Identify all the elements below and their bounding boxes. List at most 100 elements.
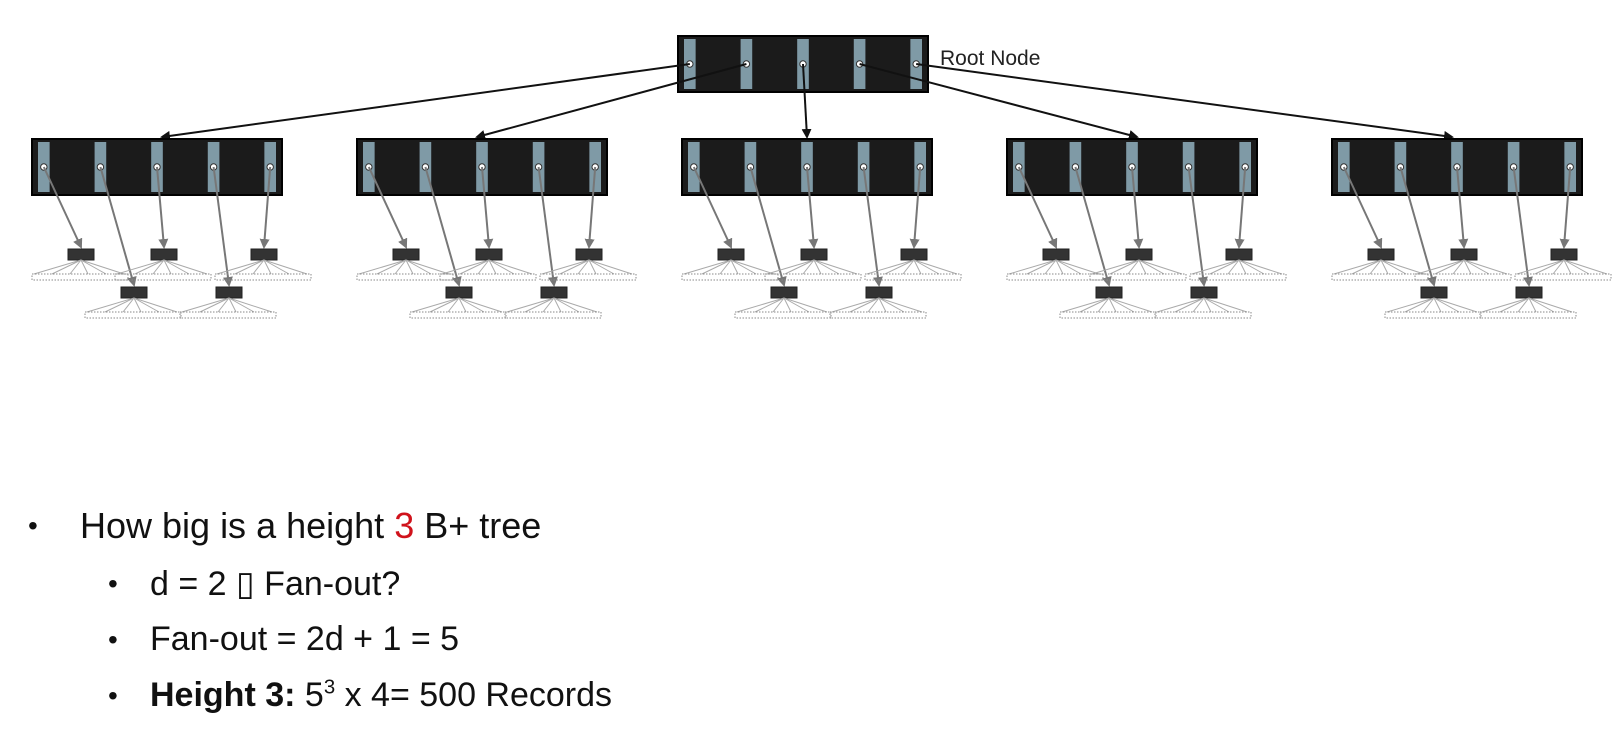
leaf-subtree [1189, 248, 1287, 281]
leaf-records [356, 273, 454, 281]
leaf-edge [559, 259, 590, 275]
leaf-records [114, 273, 212, 281]
leaf-subtree [114, 248, 212, 281]
child-pointer-arrow [1399, 166, 1437, 287]
leaf-edge [1380, 259, 1407, 275]
leaf-subtree [1089, 248, 1187, 281]
leaf-edge [1138, 259, 1165, 275]
leaf-edge [163, 259, 190, 275]
leaf-nodes [31, 166, 1612, 319]
leaf-edge [730, 259, 739, 275]
leaf-edge [1097, 297, 1110, 313]
exponent: 3 [323, 676, 336, 699]
height-number: 3 [394, 505, 415, 546]
child-pointer-arrow [259, 166, 272, 249]
leaf-edge [553, 297, 598, 313]
leaf-records [1189, 273, 1287, 281]
leaf-edge [1463, 259, 1508, 275]
leaf-node [150, 248, 178, 261]
leaf-edge [1203, 297, 1248, 313]
leaf-edge [1055, 259, 1100, 275]
leaf-edge [866, 259, 915, 275]
leaf-records [179, 311, 277, 319]
leaf-edge [1192, 297, 1205, 313]
leaf-edge [913, 259, 922, 275]
leaf-edge [1463, 259, 1472, 275]
leaf-records [1514, 273, 1612, 281]
leaf-edge [228, 297, 273, 313]
leaf-edge [104, 297, 135, 313]
bullet-dot: • [108, 680, 118, 711]
leaf-edge [1091, 259, 1140, 275]
bullet-height-question: How big is a height 3 B+ tree [80, 505, 541, 547]
leaf-edge [216, 259, 265, 275]
leaf-records [1154, 311, 1252, 319]
leaf-subtree [764, 248, 862, 281]
leaf-edge [133, 297, 160, 313]
leaf-node [1367, 248, 1395, 261]
leaf-node [900, 248, 928, 261]
bullet-text: How big is a height [80, 505, 395, 546]
child-pointer-arrow [1074, 166, 1112, 287]
leaf-edge [783, 297, 810, 313]
leaf-subtree [214, 248, 312, 281]
leaf-edge [1563, 259, 1572, 275]
leaf-edge [719, 259, 732, 275]
leaf-subtree [734, 286, 832, 319]
leaf-edge [441, 259, 490, 275]
leaf-records [829, 311, 927, 319]
leaf-edge [813, 259, 822, 275]
leaf-edge [902, 259, 915, 275]
leaf-subtree [31, 248, 129, 281]
leaf-edge [541, 259, 590, 275]
leaf-edge [458, 297, 503, 313]
leaf-edge [577, 259, 590, 275]
leaf-edge [772, 297, 785, 313]
leaf-edge [1552, 259, 1565, 275]
leaf-edge [458, 297, 467, 313]
leaf-subtree [539, 248, 637, 281]
leaf-edge [1238, 259, 1283, 275]
leaf-node [1550, 248, 1578, 261]
leaf-edge [263, 259, 272, 275]
leaf-edge [849, 297, 880, 313]
leaf-edge [405, 259, 414, 275]
b-plus-tree-diagram: Root Node [31, 35, 1612, 319]
bullet-fanout-formula: Fan-out = 2d + 1 = 5 [150, 620, 460, 658]
leaf-edge [783, 297, 828, 313]
leaf-edge [1203, 297, 1212, 313]
leaf-edge [553, 297, 580, 313]
root-pointer-arrow [859, 63, 1139, 140]
leaf-subtree [1384, 286, 1482, 319]
leaf-node [392, 248, 420, 261]
leaf-edge [1108, 297, 1117, 313]
leaf-edge [1563, 259, 1590, 275]
leaf-edge [1534, 259, 1565, 275]
child-pointer-arrow [424, 166, 462, 287]
leaf-edge [588, 259, 633, 275]
leaf-records [1414, 273, 1512, 281]
child-pointer-arrow [1342, 166, 1383, 249]
leaf-node [800, 248, 828, 261]
leaf-edge [488, 259, 515, 275]
bullet-dot: • [28, 510, 38, 541]
leaf-edge [217, 297, 230, 313]
child-pointer-arrow [481, 166, 494, 249]
child-pointer-arrow [1131, 166, 1144, 249]
bullet-fanout-question: d = 2 ▯ Fan-out? [150, 565, 401, 603]
leaf-edge [199, 297, 230, 313]
leaf-subtree [1006, 248, 1104, 281]
leaf-edge [1238, 259, 1265, 275]
leaf-edge [913, 259, 940, 275]
child-pointer-arrow [1187, 166, 1208, 287]
leaf-node [575, 248, 603, 261]
leaf-edge [730, 259, 775, 275]
leaf-records [539, 273, 637, 281]
leaf-edge [1191, 259, 1240, 275]
root-pointer-arrow [160, 63, 690, 141]
child-pointer-arrow [1559, 166, 1572, 249]
child-pointer-arrow [1017, 166, 1058, 249]
leaf-edge [913, 259, 958, 275]
leaf-edge [1433, 297, 1442, 313]
leaf-subtree [409, 286, 507, 319]
